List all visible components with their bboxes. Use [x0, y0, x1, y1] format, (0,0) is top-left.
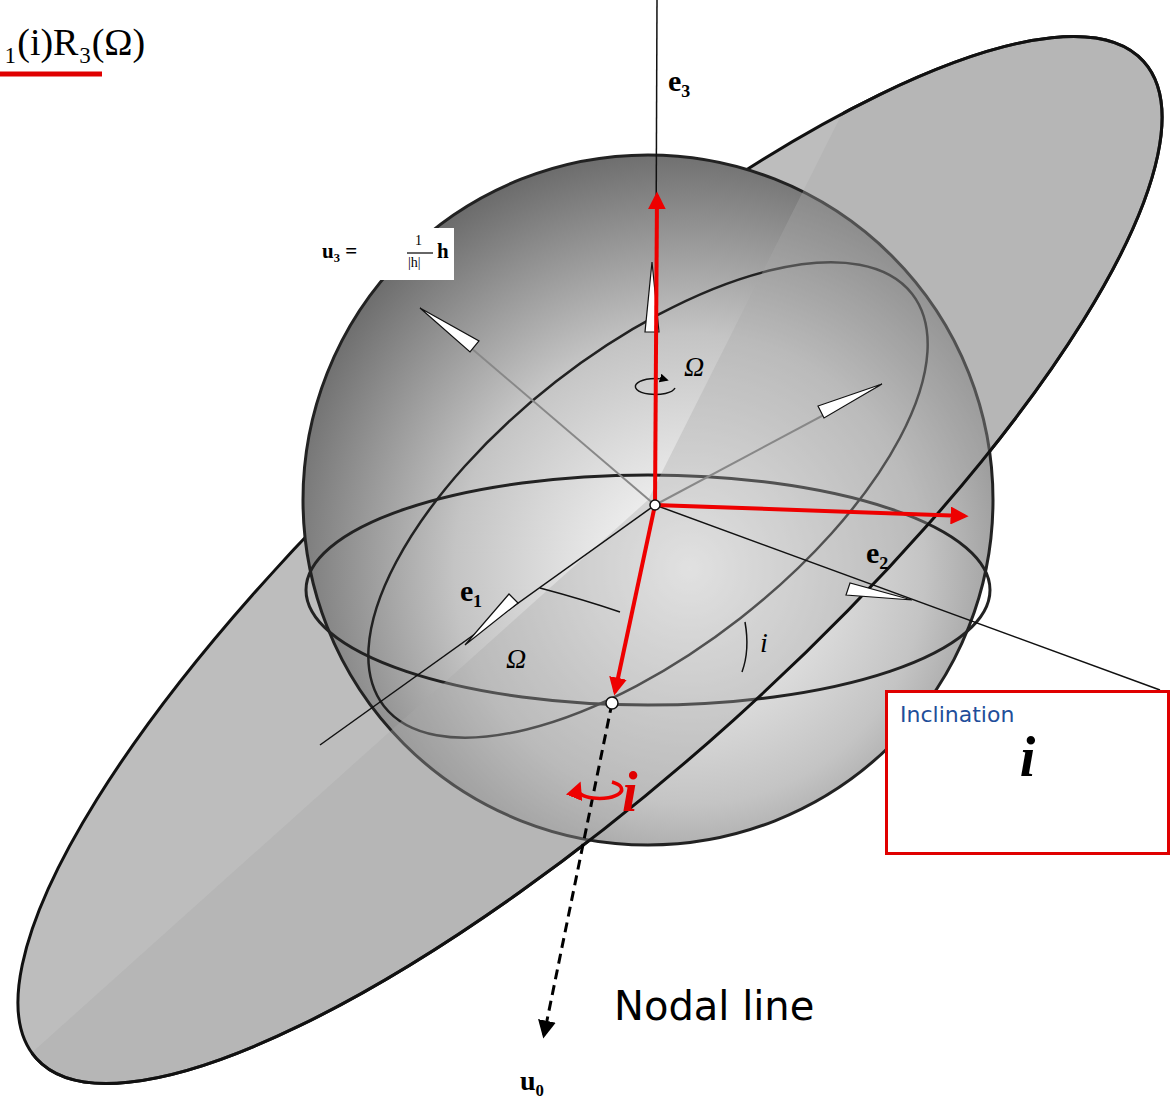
u2-arrowhead	[818, 384, 882, 418]
e2-axis	[655, 505, 1160, 690]
formula-term: h	[437, 240, 449, 263]
rotation-formula: ₁(i)R₃(Ω)	[4, 22, 145, 64]
inclination-angle-arc	[742, 622, 747, 672]
e2-red-arrow	[655, 505, 965, 516]
e3-axis	[655, 0, 657, 505]
u3-arrowhead	[420, 308, 479, 352]
formula-background	[318, 228, 454, 280]
angle-label: i	[622, 762, 638, 824]
nodal-point	[606, 697, 618, 709]
origin-dot	[650, 500, 660, 510]
u3-axis	[450, 330, 655, 505]
fraction-bar	[407, 252, 433, 253]
angle-label: i	[760, 628, 768, 659]
angle-label: Ω	[684, 352, 704, 383]
axis-label: e₁	[460, 574, 482, 607]
box-heading: Inclination	[900, 703, 1014, 727]
formula-underline	[0, 72, 102, 77]
e2-arrowhead	[846, 583, 912, 600]
fraction-numerator: 1	[415, 233, 422, 248]
axis-label: e₂	[866, 536, 888, 569]
axis-label: e₃	[668, 64, 690, 97]
e3-red-arrow	[655, 195, 657, 505]
inclination-box: Inclinationi	[885, 690, 1170, 855]
omega-angle-arc	[540, 588, 620, 612]
inclination-rotation-arrow	[578, 782, 622, 798]
angle-label: Ω	[506, 644, 526, 675]
fraction-denominator: |h|	[408, 255, 421, 270]
axis-label: u₀	[520, 1066, 544, 1097]
box-symbol: i	[1020, 727, 1036, 789]
formula-term: u₃ =	[322, 240, 357, 263]
line-label: Nodal line	[614, 984, 814, 1028]
e1-axis	[320, 505, 655, 745]
u0-red-arrow	[615, 505, 655, 692]
nodal-line	[544, 703, 612, 1035]
